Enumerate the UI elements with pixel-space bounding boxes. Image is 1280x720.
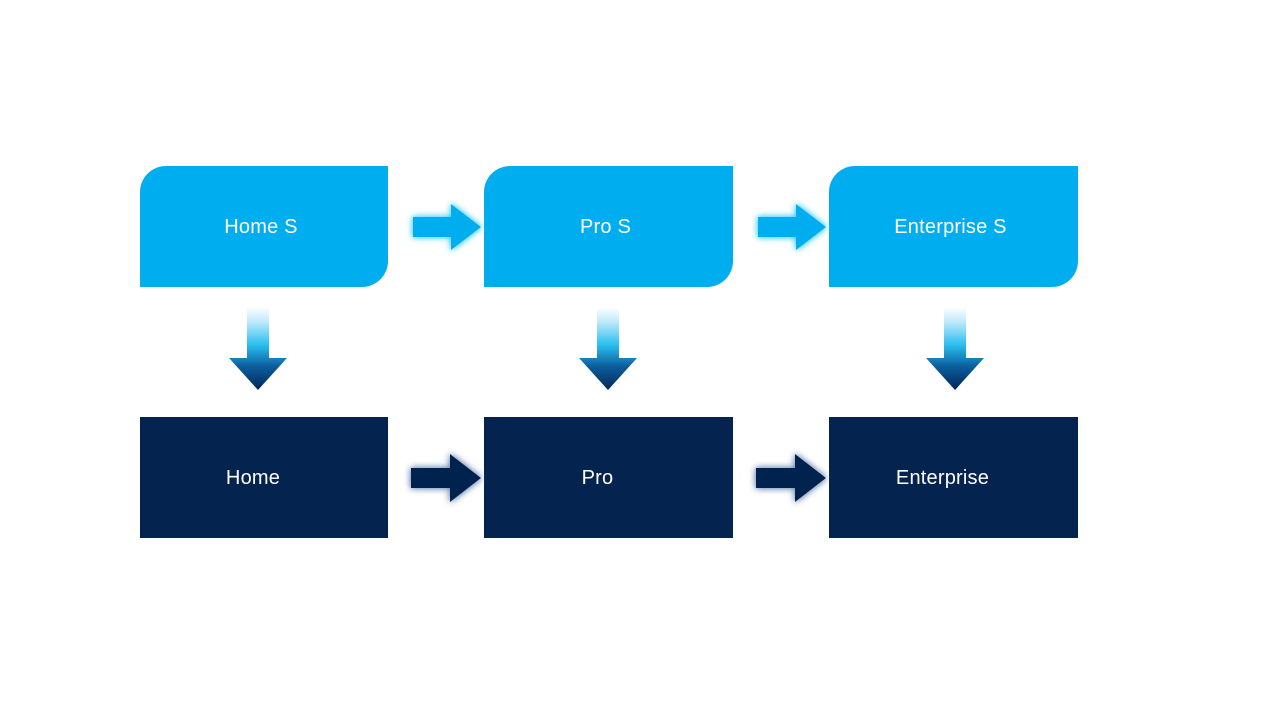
node-enterprise-s[interactable]: Enterprise S bbox=[829, 166, 1078, 287]
node-enterprise-label: Enterprise bbox=[895, 466, 990, 489]
node-home-s-label: Home S bbox=[224, 215, 298, 238]
arrow-home-to-pro bbox=[402, 448, 488, 508]
node-home[interactable]: Home bbox=[140, 417, 388, 538]
node-pro-s[interactable]: Pro S bbox=[484, 166, 733, 287]
arrow-home-s-to-home bbox=[222, 305, 294, 397]
arrow-pro-to-enterprise bbox=[747, 448, 833, 508]
node-pro[interactable]: Pro bbox=[484, 417, 733, 538]
node-pro-s-label: Pro S bbox=[579, 215, 632, 238]
arrow-pro-s-to-enterprise-s bbox=[750, 197, 832, 257]
node-enterprise[interactable]: Enterprise bbox=[829, 417, 1078, 538]
arrow-enterprise-s-to-enterprise bbox=[919, 305, 991, 397]
node-pro-label: Pro bbox=[581, 466, 614, 489]
node-home-s[interactable]: Home S bbox=[140, 166, 388, 287]
node-enterprise-s-label: Enterprise S bbox=[894, 215, 1007, 238]
arrow-home-s-to-pro-s bbox=[405, 197, 487, 257]
arrow-pro-s-to-pro bbox=[572, 305, 644, 397]
node-home-label: Home bbox=[225, 466, 281, 489]
